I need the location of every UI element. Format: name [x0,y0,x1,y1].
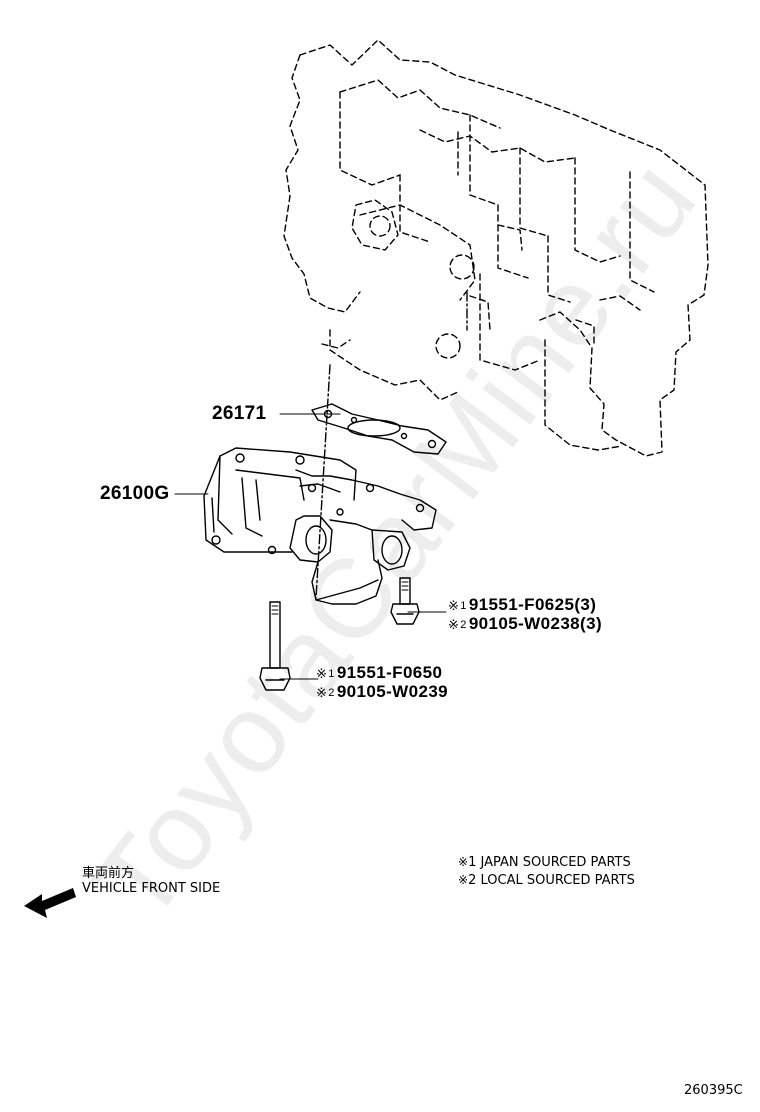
legend-item-local: ※2 LOCAL SOURCED PARTS [458,873,635,888]
callout-gasket: 26171 [212,403,267,424]
bolt-long [259,601,291,691]
callout-egr-valve: 26100G [100,483,170,504]
reference-mark: ※ [316,685,328,700]
legend-number: 2 [468,873,477,888]
reference-number: 1 [460,600,467,612]
bolt-short [390,577,420,625]
reference-number: 1 [328,668,335,680]
reference-number: 2 [460,619,467,631]
part-number: 90105-W0238(3) [468,614,603,633]
part-number: 90105-W0239 [336,682,449,701]
legend-number: 1 [468,855,477,870]
reference-mark: ※ [316,666,328,681]
legend-text: JAPAN SOURCED PARTS [480,855,631,870]
figure-id: 260395C [684,1083,743,1098]
legend-mark: ※ [458,873,469,887]
vehicle-front-arrow-icon [24,888,76,918]
gasket-26171 [311,403,447,455]
legend-mark: ※ [458,855,469,869]
reference-mark: ※ [448,598,460,613]
reference-number: 2 [328,687,335,699]
direction-label-jp: 車両前方 [82,866,135,881]
legend-text: LOCAL SOURCED PARTS [480,873,635,888]
egr-valve-26100G [203,447,437,605]
direction-label-en: VEHICLE FRONT SIDE [82,881,221,896]
legend-item-japan: ※1 JAPAN SOURCED PARTS [458,855,631,870]
assembly-centerline [315,364,331,599]
part-number: 91551-F0650 [336,663,443,682]
reference-mark: ※ [448,617,460,632]
engine-outline [283,39,709,457]
part-number: 91551-F0625(3) [468,595,597,614]
